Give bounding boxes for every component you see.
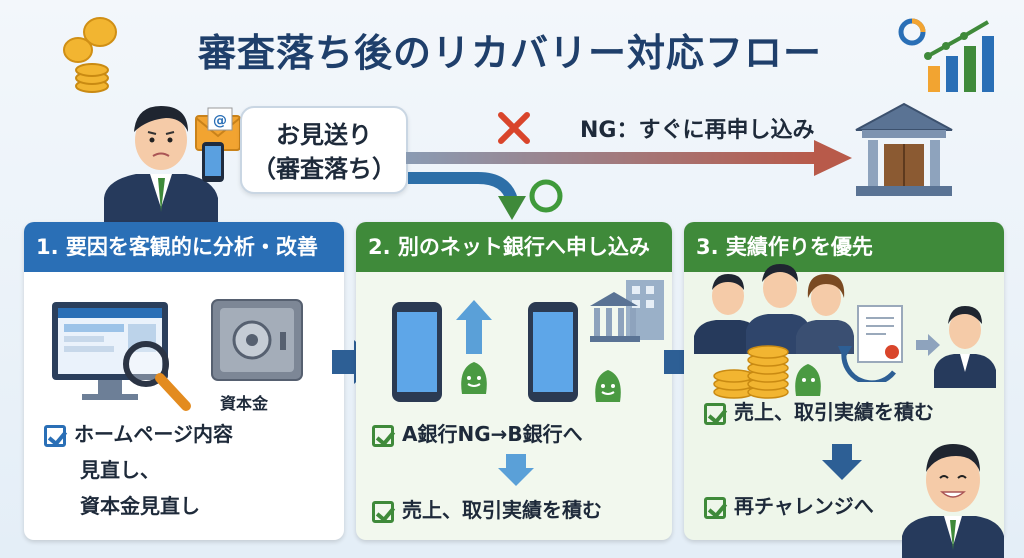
step1-panel: 1. 要因を客観的に分析・改善 資本金 ホームページ内容 見直 [24, 222, 344, 540]
businessman-icon [934, 306, 996, 388]
bar-chart-icon [898, 18, 994, 92]
step3-item-1: 売上、取引実績を積む [734, 400, 934, 424]
coin-stacks-icon [713, 345, 821, 399]
checkbox-icon [704, 496, 726, 519]
rejection-bubble: お見送り （審査落ち） [240, 106, 408, 194]
happy-businessman-illustration [902, 444, 1004, 558]
ng-arrow [406, 140, 852, 176]
business-team-illustration [694, 264, 854, 354]
ok-curved-arrow [408, 172, 526, 220]
step3-panel: 3. 実績作りを優先 [684, 222, 1004, 540]
svg-text:@: @ [213, 113, 227, 129]
email-phone-icon: @ [195, 107, 241, 182]
checkbox-icon [704, 402, 726, 425]
step1-item-1: ホームページ内容 [74, 422, 233, 446]
smartphone-a-icon [392, 302, 442, 402]
step2-title: 2. 別のネット銀行へ申し込み [356, 222, 672, 272]
step1-item-3: 資本金見直し [80, 494, 200, 518]
step2-item-1: A銀行NG→B銀行へ [402, 422, 583, 446]
step2-check-item-2: 売上、取引実績を積む [372, 494, 602, 523]
flow-arrow-1 [332, 340, 378, 384]
coins-icon [63, 17, 117, 93]
step3-check-item-1: 売上、取引実績を積む [704, 396, 934, 425]
step3-title: 3. 実績作りを優先 [684, 222, 1004, 272]
rejection-label: お見送り [276, 121, 372, 149]
step2-item-2: 売上、取引実績を積む [402, 498, 602, 522]
checkbox-icon [372, 424, 394, 447]
step3-item-2: 再チャレンジへ [734, 494, 874, 518]
step3-check-item-2: 再チャレンジへ [704, 490, 874, 519]
step1-title: 1. 要因を客観的に分析・改善 [24, 222, 344, 272]
step2-check-item-1: A銀行NG→B銀行へ [372, 418, 583, 447]
worried-businessman-illustration [104, 106, 218, 222]
step1-check-item: ホームページ内容 [44, 418, 233, 447]
right-arrow-icon [916, 334, 940, 356]
safe-label: 資本金 [220, 394, 269, 413]
money-bag-up-icon [456, 300, 492, 394]
rejection-sub-label: （審査落ち） [252, 155, 396, 183]
bank-city-icon [590, 280, 664, 342]
safe-icon [211, 299, 303, 381]
step1-item-2: 見直し、 [80, 458, 160, 482]
smartphone-b-icon [528, 302, 578, 402]
ng-label: NG：すぐに再申し込み [580, 118, 815, 143]
checkbox-icon [372, 500, 394, 523]
checkbox-icon [44, 424, 66, 447]
website-monitor-icon [52, 302, 191, 411]
contract-renewal-icon [838, 305, 903, 382]
ok-circle-icon [529, 179, 563, 213]
ng-cross-icon [498, 112, 530, 144]
page-title: 審査落ち後のリカバリー対応フロー [197, 31, 822, 75]
bank-building-icon [855, 102, 953, 196]
down-arrow-icon [822, 444, 862, 480]
money-bag-icon [595, 370, 621, 402]
down-arrow-icon [498, 454, 534, 486]
step2-panel: 2. 別のネット銀行へ申し込み [356, 222, 672, 540]
